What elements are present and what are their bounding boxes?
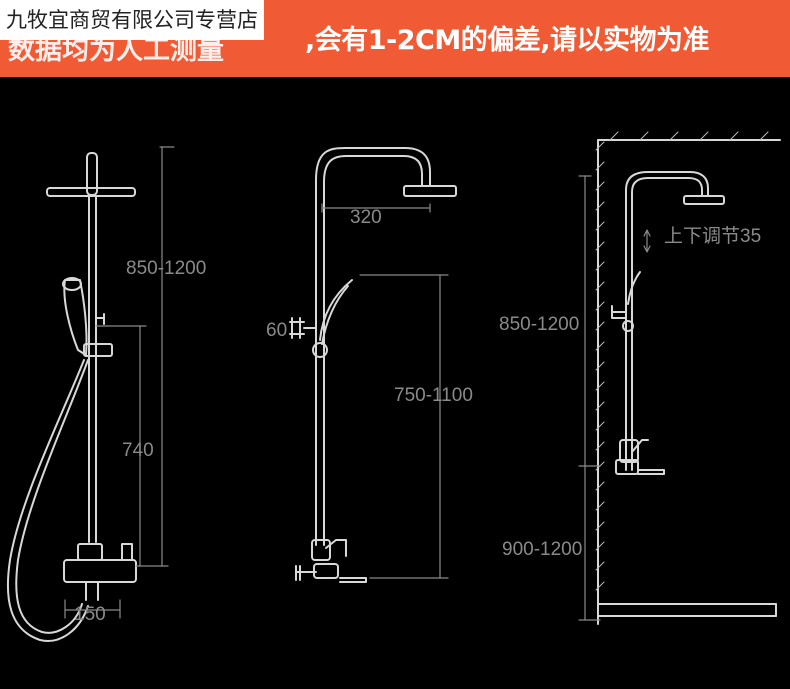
view1-dimension-lines bbox=[64, 146, 175, 619]
view3-height-range-label: 850-1200 bbox=[499, 314, 579, 335]
store-name-label: 九牧宜商贸有限公司专营店 bbox=[0, 0, 264, 40]
view3-shower-column bbox=[611, 171, 725, 475]
view2-shower-column bbox=[289, 147, 457, 583]
banner-text-partial: 数据均为人工测量 bbox=[8, 35, 224, 66]
view3-adjust-label: 上下调节35 bbox=[664, 225, 761, 247]
view1-shower-column bbox=[6, 152, 137, 642]
view1-bar-height-label: 740 bbox=[122, 440, 154, 461]
view3-dimension-lines bbox=[578, 175, 651, 621]
view3-hatching bbox=[595, 131, 769, 591]
view2-height-range-label: 750-1100 bbox=[394, 385, 473, 406]
view1-width-label: 150 bbox=[74, 604, 106, 625]
banner-text: ,会有1-2CM的偏差,请以实物为准 bbox=[305, 25, 709, 56]
view2-bracket-label: 60 bbox=[266, 320, 287, 341]
view2-head-reach-label: 320 bbox=[350, 207, 382, 228]
view1-height-range-label: 850-1200 bbox=[126, 258, 206, 279]
view3-floor-range-label: 900-1200 bbox=[502, 539, 582, 560]
view2-dimension-lines bbox=[321, 203, 449, 579]
view3-wall-and-floor bbox=[597, 139, 781, 625]
